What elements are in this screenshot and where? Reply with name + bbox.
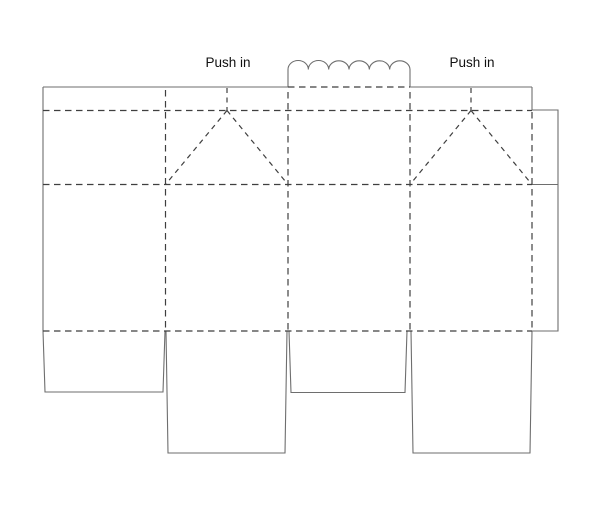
bottom-flap-3 [288, 330, 408, 394]
bottom-flap-1 [42, 330, 166, 393]
push-in-label-right: Push in [449, 55, 494, 70]
glue-tab-outline [532, 109, 559, 332]
gable-triangle-right-leg-a [409, 110, 472, 185]
bottom-flap-4 [410, 330, 533, 454]
gable-triangle-left-leg-a [165, 110, 228, 185]
bottom-flap-2 [165, 330, 288, 454]
fold-lines [43, 86, 533, 332]
push-in-label-left: Push in [205, 55, 250, 70]
gable-triangle-right-leg-b [470, 110, 533, 185]
cut-lines [42, 60, 559, 454]
scalloped-edge [287, 60, 411, 87]
gable-triangle-left-leg-b [226, 110, 289, 185]
